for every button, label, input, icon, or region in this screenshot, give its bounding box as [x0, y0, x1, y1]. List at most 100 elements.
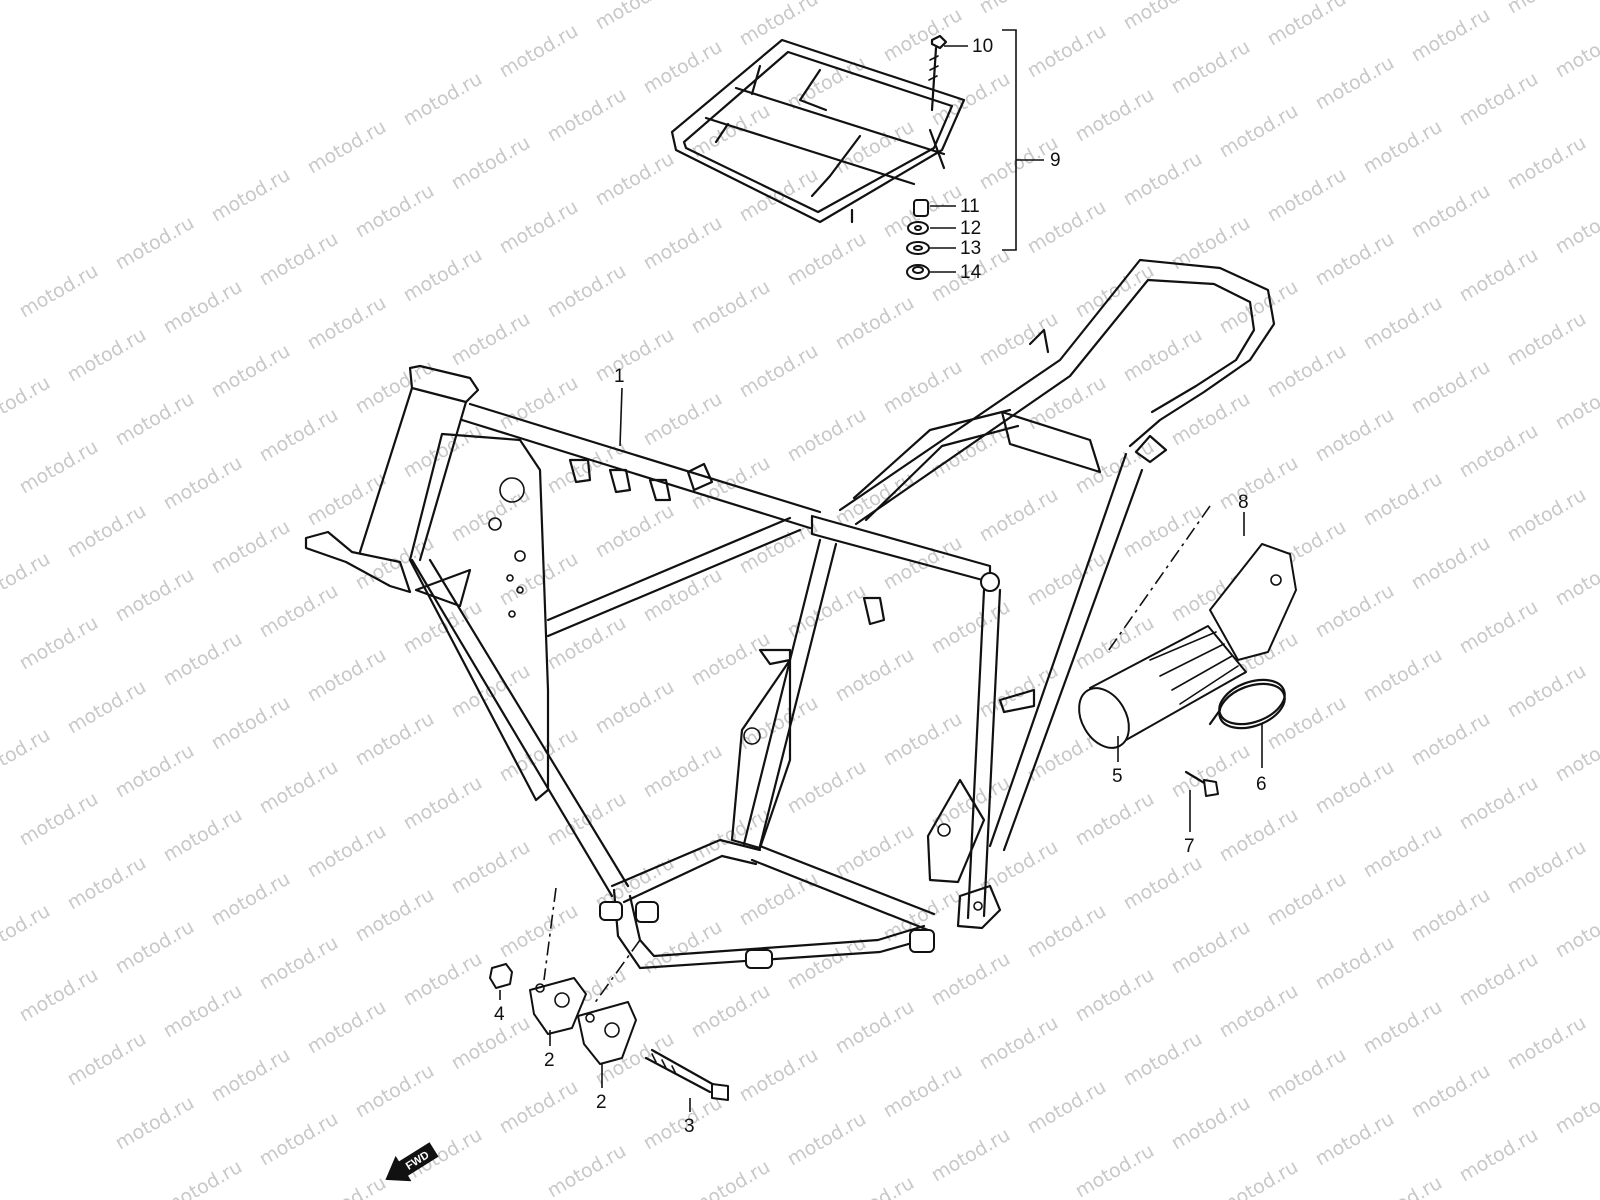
watermark-text: motod.ru — [1264, 0, 1350, 50]
watermark-text: motod.ru — [1504, 660, 1590, 723]
watermark-text: motod.ru — [1408, 4, 1494, 67]
watermark-text: motod.ru — [256, 404, 342, 467]
watermark-text: motod.ru — [352, 356, 438, 419]
watermark-text: motod.ru — [64, 852, 150, 915]
watermark-text: motod.ru — [1552, 196, 1600, 259]
watermark-text: motod.ru — [1168, 1092, 1254, 1155]
watermark-text: motod.ru — [448, 836, 534, 899]
watermark-text: motod.ru — [1312, 404, 1398, 467]
watermark-text: motod.ru — [208, 868, 294, 931]
leader-lines — [499, 29, 1263, 1112]
watermark-text: motod.ru — [1120, 852, 1206, 915]
callout-11: 11 — [960, 196, 980, 217]
watermark-text: motod.ru — [880, 708, 966, 771]
watermark-text: motod.ru — [1456, 1124, 1542, 1187]
watermark-text: motod.ru — [1072, 84, 1158, 147]
watermark-text: motod.ru — [1264, 164, 1350, 227]
watermark-text: motod.ru — [1120, 0, 1206, 34]
watermark-text: motod.ru — [640, 916, 726, 979]
watermark-text: motod.ru — [1024, 20, 1110, 83]
watermark-text: motod.ru — [16, 260, 102, 323]
watermark-text: motod.ru — [256, 580, 342, 643]
watermark-text: motod.ru — [112, 1092, 198, 1155]
carrier-fasteners — [906, 199, 930, 280]
watermark-text: motod.ru — [1216, 804, 1302, 867]
watermark-text: motod.ru — [976, 308, 1062, 371]
watermark-text: motod.ru — [1264, 340, 1350, 403]
watermark-text: motod.ru — [496, 900, 582, 963]
watermark-text: motod.ru — [160, 628, 246, 691]
watermark-text: motod.ru — [1360, 1172, 1446, 1200]
watermark-text: motod.ru — [832, 1172, 918, 1200]
watermark-text: motod.ru — [160, 804, 246, 867]
watermark-text: motod.ru — [640, 1092, 726, 1155]
watermark-text: motod.ru — [1408, 708, 1494, 771]
watermark-text: motod.ru — [1024, 900, 1110, 963]
watermark-text: motod.ru — [160, 980, 246, 1043]
watermark-text: motod.ru — [1408, 1060, 1494, 1123]
watermark-text: motod.ru — [1408, 884, 1494, 947]
nut-4 — [489, 963, 513, 989]
watermark-text: motod.ru — [0, 548, 54, 611]
callout-6: 6 — [1256, 774, 1267, 795]
watermark-text: motod.ru — [1456, 68, 1542, 131]
watermark-text: motod.ru — [976, 0, 1062, 18]
watermark-text: motod.ru — [640, 564, 726, 627]
watermark-text: motod.ru — [880, 4, 966, 67]
watermark-text: motod.ru — [1504, 836, 1590, 899]
watermark-text: motod.ru — [688, 980, 774, 1043]
watermark-text: motod.ru — [544, 612, 630, 675]
watermark-text: motod.ru — [832, 468, 918, 531]
main-frame — [304, 258, 1276, 970]
watermark-text: motod.ru — [1504, 484, 1590, 547]
watermark-text: motod.ru — [160, 452, 246, 515]
watermark-text: motod.ru — [1312, 52, 1398, 115]
watermark-text: motod.ru — [496, 724, 582, 787]
watermark-text: motod.ru — [832, 292, 918, 355]
watermark-text: motod.ru — [160, 276, 246, 339]
watermark-text: motod.ru — [400, 596, 486, 659]
watermark-text: motod.ru — [880, 1060, 966, 1123]
watermark-text: motod.ru — [976, 660, 1062, 723]
watermark-text: motod.ru — [832, 820, 918, 883]
watermark-text: motod.ru — [1456, 948, 1542, 1011]
watermark-text: motod.ru — [400, 244, 486, 307]
watermark-text: motod.ru — [736, 516, 822, 579]
watermark-text: motod.ru — [400, 772, 486, 835]
clamp-6 — [1208, 678, 1286, 730]
watermark-text: motod.ru — [688, 1156, 774, 1200]
muffler-5 — [1078, 625, 1247, 749]
watermark-text: motod.ru — [1072, 1140, 1158, 1200]
callout-5: 5 — [1112, 766, 1123, 787]
watermark-text: motod.ru — [1216, 980, 1302, 1043]
watermark-text: motod.ru — [736, 340, 822, 403]
watermark-text: motod.ru — [928, 68, 1014, 131]
watermark-text: motod.ru — [1024, 372, 1110, 435]
watermark-text: motod.ru — [1120, 1028, 1206, 1091]
watermark-text: motod.ru — [1408, 356, 1494, 419]
watermark-text: motod.ru — [1552, 548, 1600, 611]
callout-1: 1 — [614, 366, 625, 387]
watermark-text: motod.ru — [1552, 900, 1600, 963]
watermark-text: motod.ru — [1504, 308, 1590, 371]
watermark-text: motod.ru — [0, 372, 54, 435]
watermark-text: motod.ru — [64, 1028, 150, 1091]
watermark-text: motod.ru — [1168, 36, 1254, 99]
watermark-text: motod.ru — [1072, 788, 1158, 851]
watermark-text: motod.ru — [544, 84, 630, 147]
watermark-text: motod.ru — [352, 884, 438, 947]
watermark-text: motod.ru — [256, 228, 342, 291]
watermark-text: motod.ru — [928, 420, 1014, 483]
callout-13: 13 — [960, 238, 981, 259]
watermark-text: motod.ru — [1552, 20, 1600, 83]
watermark-text: motod.ru — [400, 948, 486, 1011]
watermark-text: motod.ru — [592, 0, 678, 34]
watermark-text: motod.ru — [1216, 1156, 1302, 1200]
watermark-text: motod.ru — [1264, 692, 1350, 755]
watermark-text: motod.ru — [1360, 644, 1446, 707]
bolt-10 — [928, 34, 948, 112]
callout-3: 3 — [684, 1116, 695, 1137]
watermark-text: motod.ru — [0, 724, 54, 787]
watermark-text: motod.ru — [1456, 772, 1542, 835]
bolt-3 — [644, 1048, 729, 1101]
